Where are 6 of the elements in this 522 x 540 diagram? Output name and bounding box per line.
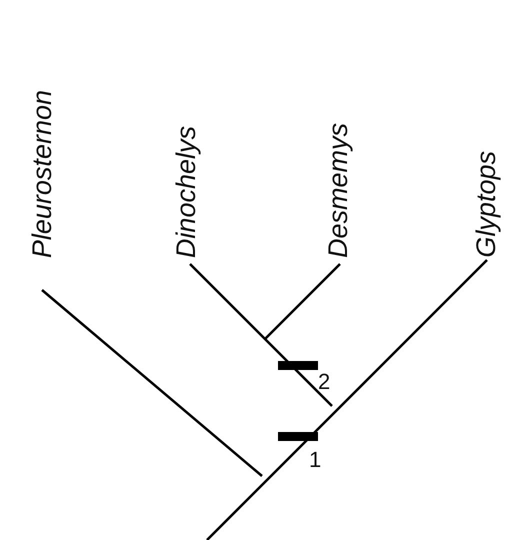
taxon-name: Pleurosternon	[27, 90, 57, 258]
taxon-name: Desmemys	[323, 122, 353, 258]
taxon-name: Glyptops	[471, 151, 501, 258]
node-number: 2	[318, 370, 330, 394]
taxon-name: Dinochelys	[171, 126, 201, 258]
node-number: 1	[309, 448, 322, 472]
